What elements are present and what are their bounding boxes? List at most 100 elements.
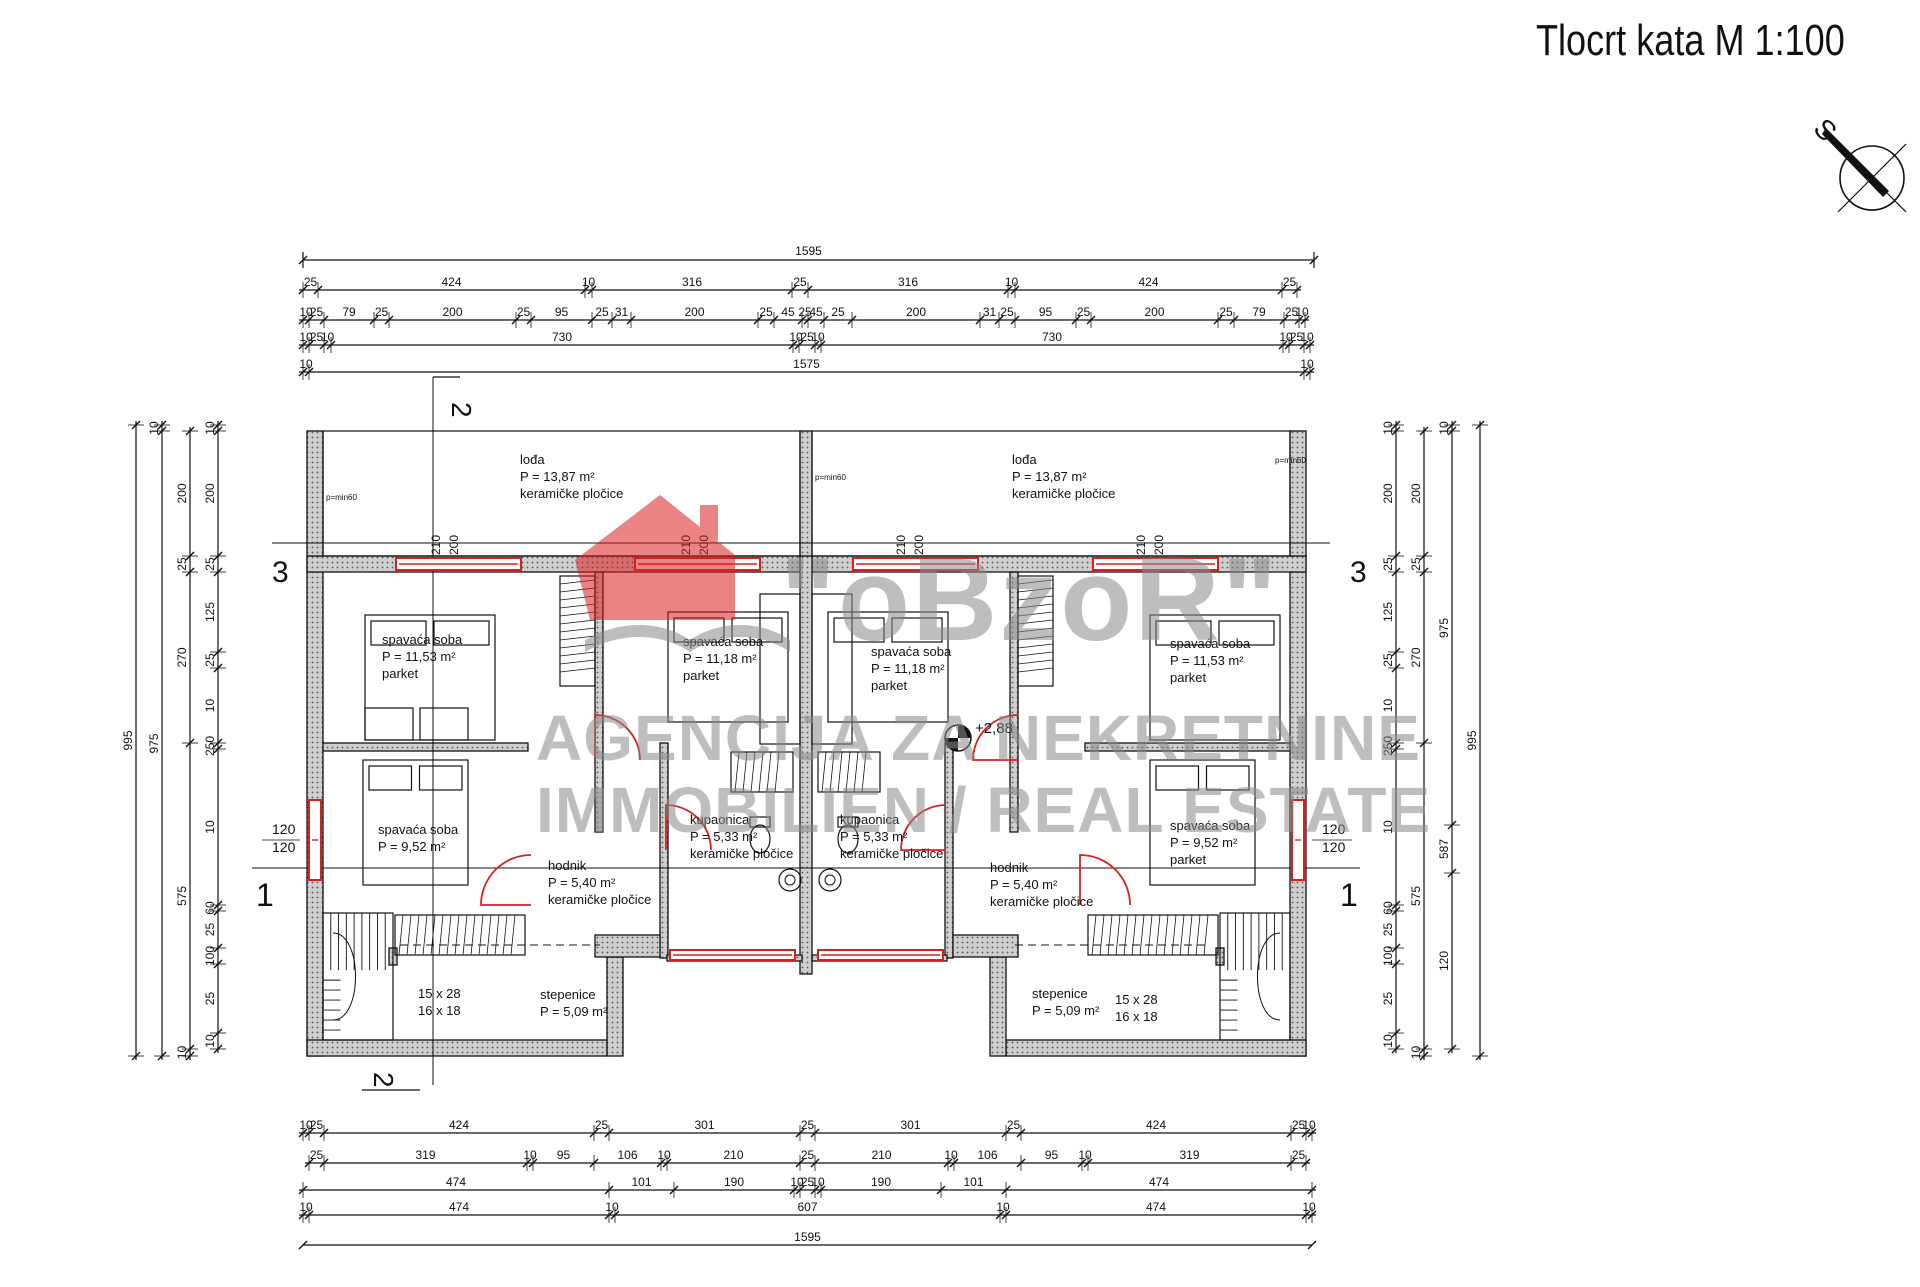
wardrobe-hanger — [837, 751, 843, 793]
wall — [306, 1039, 608, 1057]
wardrobe-hanger — [494, 914, 500, 956]
dimension-label: 10 — [523, 1148, 537, 1162]
room-area: P = 11,53 m² — [382, 649, 456, 664]
wardrobe-hanger — [1139, 914, 1145, 956]
wall — [989, 956, 1007, 1057]
dimension-label: 25 — [203, 992, 217, 1006]
dimension-label: 587 — [1437, 839, 1451, 859]
wardrobe-hanger — [422, 914, 428, 956]
room-floor: parket — [382, 666, 419, 681]
wardrobe-hanger — [1155, 914, 1161, 956]
dimension-label: 10 — [1300, 357, 1314, 371]
dimension-label: 575 — [175, 886, 189, 906]
dimension-label: 10 — [299, 1200, 313, 1214]
wardrobe-hanger — [398, 914, 404, 956]
dimension-label: 10 — [1409, 1046, 1423, 1060]
dimension-label: 10 — [1381, 1034, 1395, 1048]
dimension-label: 730 — [1042, 330, 1062, 344]
dimension-label: 10 — [1381, 820, 1395, 834]
wardrobe-hanger — [559, 667, 596, 673]
wardrobe-hanger — [774, 751, 780, 793]
wardrobe-hanger — [1017, 619, 1054, 625]
bed — [1149, 759, 1256, 886]
dimension-label: 25 — [1381, 557, 1395, 571]
room-floor: parket — [683, 668, 720, 683]
room-area: P = 5,09 m² — [1032, 1003, 1100, 1018]
dimension-label: 125 — [1381, 602, 1395, 622]
wardrobe-hanger — [1017, 651, 1054, 657]
room-floor: keramičke pločice — [520, 486, 623, 501]
dimension-label: 25 — [310, 1148, 324, 1162]
dimension-label: 250 — [1381, 736, 1395, 756]
nightstand — [364, 707, 414, 741]
dimension-label: 25 — [1077, 305, 1091, 319]
dimension-label: 424 — [449, 1118, 469, 1132]
dimension-label: 474 — [449, 1200, 469, 1214]
dimension-label: 975 — [1437, 618, 1451, 638]
linework-layer — [252, 128, 1907, 1091]
wardrobe-hanger — [1147, 914, 1153, 956]
dimension-tick — [1307, 1240, 1317, 1250]
loggia-outline-left — [322, 430, 801, 557]
dimension-label: 10 — [1300, 330, 1314, 344]
room-floor: keramičke pločice — [990, 894, 1093, 909]
dimension-label: 95 — [557, 1148, 571, 1162]
dimension-label: 10 — [996, 1200, 1010, 1214]
dimension-label: 25 — [310, 305, 324, 319]
dimension-label: 25 — [1381, 923, 1395, 937]
dimension-label: 45 — [781, 305, 795, 319]
wardrobe-hanger — [1195, 914, 1201, 956]
room-name: lođa — [1012, 452, 1037, 467]
stair-spec: 15 x 28 — [418, 986, 461, 1001]
room-name: spavaća soba — [871, 644, 952, 659]
room-floor: parket — [1170, 670, 1207, 685]
dimension-label: 95 — [555, 305, 569, 319]
wardrobe — [730, 751, 794, 793]
window-mark-width: 210 — [429, 535, 443, 555]
pillow — [1218, 620, 1275, 646]
pillow — [368, 765, 413, 791]
dimension-label: 25 — [375, 305, 389, 319]
wardrobe-hanger — [1131, 914, 1137, 956]
pillow — [370, 620, 427, 646]
wardrobe-hanger — [1017, 595, 1054, 601]
wall — [1009, 571, 1019, 833]
room-floor: parket — [1170, 852, 1207, 867]
room-name: spavaća soba — [382, 632, 463, 647]
wall — [659, 742, 669, 959]
dimension-label: 25 — [1283, 275, 1297, 289]
wardrobe-hanger — [829, 751, 835, 793]
dimension-label: 60 — [1381, 901, 1395, 915]
window-mark-width: 210 — [1134, 535, 1148, 555]
dimension-label: 60 — [203, 901, 217, 915]
door-swing-bedroom-b-right — [972, 714, 1019, 761]
wall — [1289, 430, 1307, 557]
wardrobe-hanger — [1099, 914, 1105, 956]
room-name: stepenice — [1032, 986, 1088, 1001]
dimension-label: 10 — [1005, 275, 1019, 289]
wall — [606, 956, 624, 1057]
dimension-label: 100 — [203, 946, 217, 966]
dimension-label: 120 — [1437, 951, 1451, 971]
door-swing-bedroom-left — [480, 854, 532, 906]
room-name: spavaća soba — [378, 822, 459, 837]
wall — [306, 430, 324, 557]
dimension-label: 25 — [1290, 330, 1304, 344]
watermark-line-1: AGENCIJA ZA NEKRETNINE — [536, 702, 1421, 774]
stair-well — [1219, 912, 1291, 1041]
dimension-label: 474 — [1149, 1175, 1169, 1189]
stair-walk-line — [1257, 932, 1281, 1021]
wardrobe-hanger — [462, 914, 468, 956]
dimension-label: 316 — [682, 275, 702, 289]
dimension-label: 25 — [800, 330, 814, 344]
dimension-label: 106 — [977, 1148, 997, 1162]
wardrobe-hanger — [1107, 914, 1113, 956]
dimension-label: 424 — [441, 275, 461, 289]
wardrobe-hanger — [1017, 659, 1054, 665]
dimension-label: 100 — [1381, 946, 1395, 966]
railing-note: p=min60 — [326, 493, 357, 502]
window-mark-height: 200 — [447, 535, 461, 555]
door-swing-bath-left — [665, 804, 712, 851]
room-name: kupaonica — [840, 812, 900, 827]
